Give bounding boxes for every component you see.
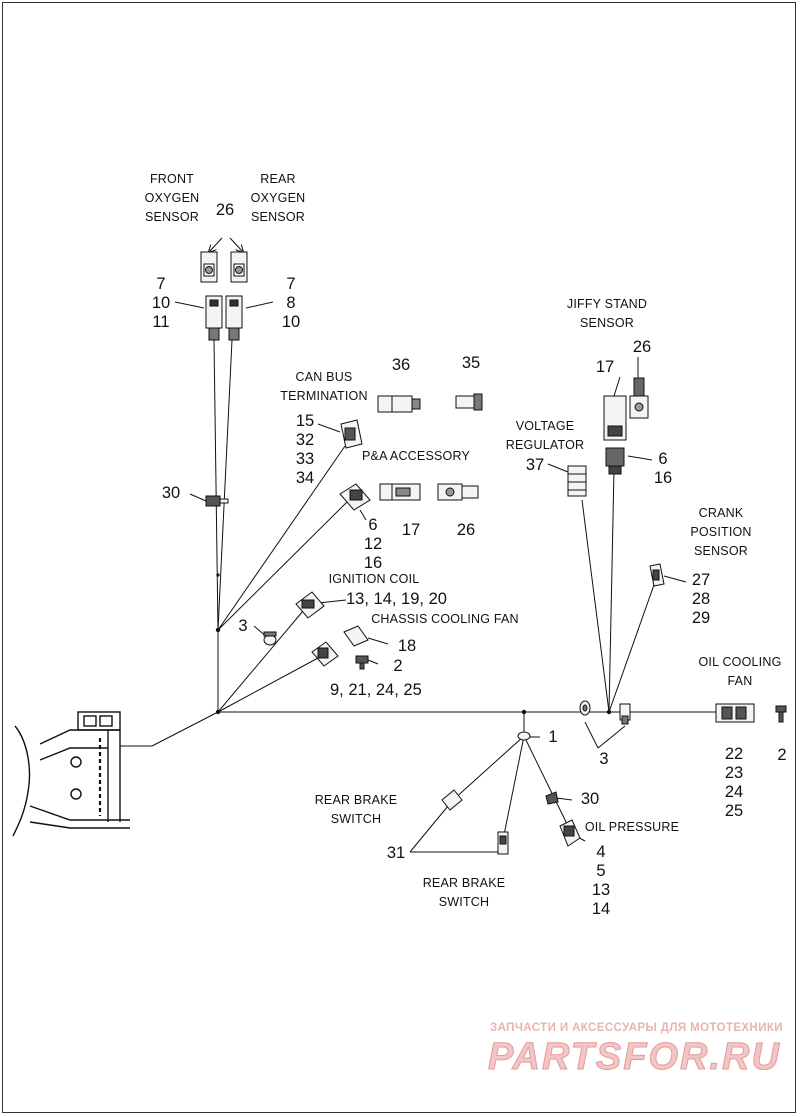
watermark-logo: PARTSFOR.RU xyxy=(488,1036,781,1079)
callout-vreg-37: 37 xyxy=(525,456,545,474)
pa-accessory-label: P&A ACCESSORY xyxy=(362,449,470,463)
ignition-coil-label: IGNITION COIL xyxy=(328,572,420,586)
callout-pa-connector: 6 12 16 xyxy=(363,516,383,572)
callout-can-35: 35 xyxy=(461,354,481,372)
callout-front-o2: 7 10 11 xyxy=(151,275,171,331)
can-bus-35-part xyxy=(455,393,483,411)
callout-crank-connector: 27 28 29 xyxy=(691,571,711,627)
watermark-tagline: ЗАПЧАСТИ И АКСЕССУАРЫ ДЛЯ МОТОТЕХНИКИ xyxy=(490,1022,783,1034)
jiffy-stand-26-part xyxy=(629,377,649,419)
junction-1-clip xyxy=(517,731,531,741)
callout-rear-o2: 7 8 10 xyxy=(281,275,301,331)
callout-brake-31: 31 xyxy=(386,844,406,862)
callout-oil-fan-2: 2 xyxy=(777,746,787,764)
clip-30 xyxy=(205,495,229,507)
callout-oxygen-26: 26 xyxy=(215,201,235,219)
chassis-cooling-fan-label: CHASSIS COOLING FAN xyxy=(371,612,519,626)
rear-brake-switch-upper-connector xyxy=(441,789,463,811)
front-oxygen-sensor-label: FRONT OXYGEN SENSOR xyxy=(144,172,200,224)
junction-dots xyxy=(215,573,612,715)
callout-oil-pressure: 4 5 13 14 xyxy=(591,843,611,918)
can-bus-connector xyxy=(340,419,363,449)
callout-jiffy-17: 17 xyxy=(595,358,615,376)
callout-can-36: 36 xyxy=(391,356,411,374)
callout-grommet-3-right: 3 xyxy=(599,750,609,768)
callout-chassis-2: 2 xyxy=(393,657,403,675)
oil-cooling-fan-label: OIL COOLING FAN xyxy=(698,655,782,688)
chassis-cooling-fan-18-part xyxy=(343,625,369,647)
callout-junction-1: 1 xyxy=(548,728,558,746)
callout-pa-26: 26 xyxy=(456,521,476,539)
harness-wires xyxy=(120,237,716,853)
callout-oil-30: 30 xyxy=(580,790,600,808)
rear-o2-connector xyxy=(225,251,248,341)
crank-position-connector xyxy=(649,563,665,587)
callout-grommet-3-left: 3 xyxy=(238,617,248,635)
jiffy-stand-connector xyxy=(603,395,627,475)
can-bus-termination-label: CAN BUS TERMINATION xyxy=(280,370,368,403)
jiffy-stand-sensor-label: JIFFY STAND SENSOR xyxy=(566,297,648,330)
rear-brake-switch-lower-label: REAR BRAKE SWITCH xyxy=(422,876,506,909)
frame-section xyxy=(12,711,130,837)
crank-position-sensor-label: CRANK POSITION SENSOR xyxy=(690,506,752,558)
callout-pa-17: 17 xyxy=(401,521,421,539)
callout-can-connector: 15 32 33 34 xyxy=(295,412,315,487)
chassis-cooling-fan-2-screw xyxy=(355,655,369,670)
ignition-coil-connector xyxy=(295,591,325,619)
callout-jiffy-connector: 6 16 xyxy=(653,450,673,487)
pa-accessory-17-part xyxy=(379,483,421,501)
chassis-cooling-fan-connector xyxy=(311,641,339,667)
callout-clip-30: 30 xyxy=(161,484,181,502)
can-bus-termination-plug xyxy=(377,395,421,413)
voltage-regulator-label: VOLTAGE REGULATOR xyxy=(505,419,585,452)
callout-oil-fan-connector: 22 23 24 25 xyxy=(724,745,744,820)
pa-accessory-connector xyxy=(339,483,371,511)
callout-chassis-18: 18 xyxy=(397,637,417,655)
pa-accessory-26-part xyxy=(437,483,479,501)
callout-jiffy-26: 26 xyxy=(632,338,652,356)
callout-chassis-connector: 9, 21, 24, 25 xyxy=(330,681,422,699)
oil-pressure-label: OIL PRESSURE xyxy=(584,820,680,834)
rear-brake-switch-lower-connector xyxy=(497,831,509,855)
voltage-regulator-connector xyxy=(567,465,587,497)
grommet-3-left xyxy=(263,631,277,646)
rear-brake-switch-upper-label: REAR BRAKE SWITCH xyxy=(314,793,398,826)
callout-ignition-coil: 13, 14, 19, 20 xyxy=(346,590,447,608)
oil-pressure-30-clip xyxy=(545,791,559,805)
oil-cooling-fan-2-screw xyxy=(775,705,787,723)
rear-oxygen-sensor-label: REAR OXYGEN SENSOR xyxy=(250,172,306,224)
grommet-3-right xyxy=(579,700,631,725)
front-o2-connector xyxy=(200,251,223,341)
oil-cooling-fan-connector xyxy=(715,703,755,723)
oil-pressure-connector xyxy=(559,819,581,847)
